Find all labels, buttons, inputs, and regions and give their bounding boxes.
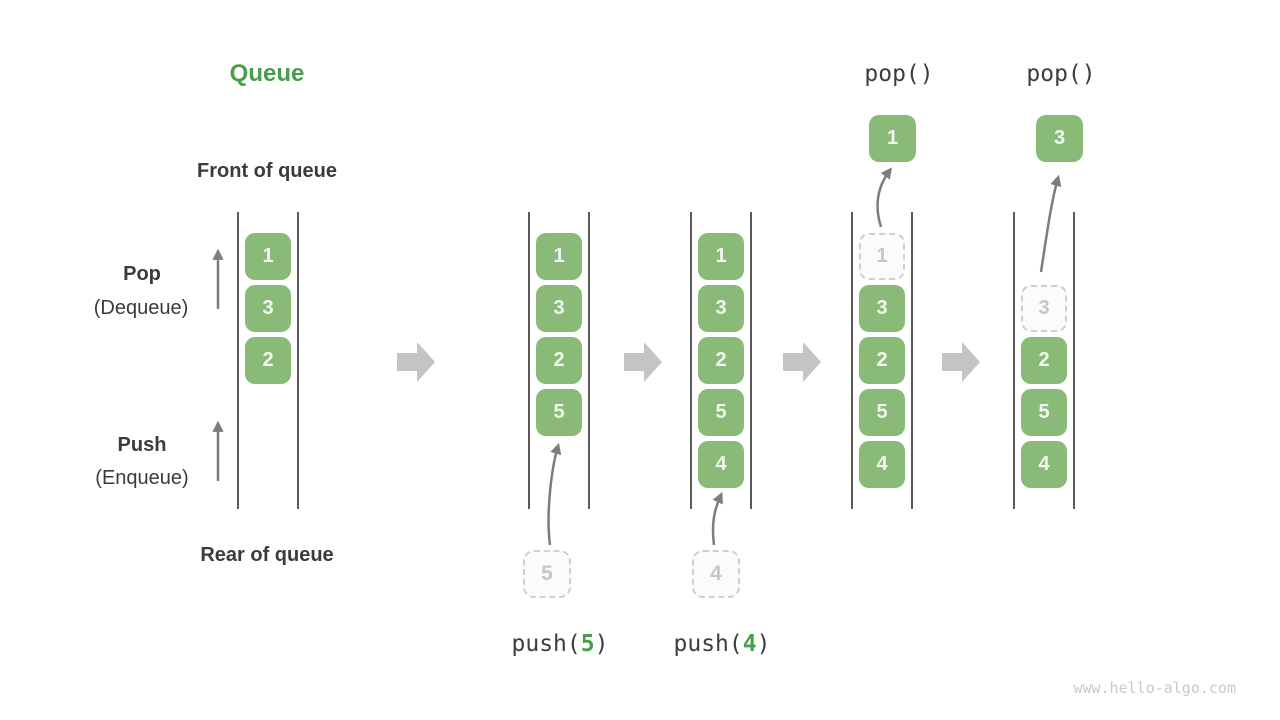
queue-column-initial: 1 3 2	[237, 212, 299, 509]
queue-item-box: 3	[536, 285, 582, 332]
queue-rail	[528, 212, 530, 509]
flow-arrow-icon	[624, 342, 662, 382]
diagram-title: Queue	[229, 60, 305, 87]
queue-item-box: 2	[1021, 337, 1067, 384]
push-operation-label: push(5)	[512, 631, 609, 657]
queue-item-box: 4	[1021, 441, 1067, 488]
pop-label: Pop	[123, 263, 161, 285]
operation-argument: 5	[580, 631, 595, 657]
queue-item-box: 5	[1021, 389, 1067, 436]
enqueue-label: (Enqueue)	[95, 467, 189, 489]
queue-item-box: 2	[245, 337, 291, 384]
queue-rail	[690, 212, 692, 509]
queue-column-pop-3: 3 2 5 4	[1013, 212, 1075, 509]
queue-rail	[237, 212, 239, 509]
queue-column-push-4: 1 3 2 5 4	[690, 212, 752, 509]
queue-column-pop-1: 1 3 2 5 4	[851, 212, 913, 509]
front-of-queue-label: Front of queue	[197, 160, 337, 182]
queue-item-box: 4	[859, 441, 905, 488]
operation-prefix: push(	[511, 631, 581, 657]
queue-rail	[297, 212, 299, 509]
queue-item-box: 1	[536, 233, 582, 280]
queue-item-box: 5	[536, 389, 582, 436]
queue-item-box: 3	[245, 285, 291, 332]
operation-argument: 4	[742, 631, 757, 657]
queue-item-box: 4	[698, 441, 744, 488]
removed-item-box: 1	[859, 233, 905, 280]
queue-rail	[1073, 212, 1075, 509]
queue-rail	[911, 212, 913, 509]
operation-prefix: push(	[673, 631, 743, 657]
push-operation-label: push(4)	[674, 631, 771, 657]
dequeue-label: (Dequeue)	[93, 297, 189, 319]
operation-suffix: )	[594, 631, 609, 657]
queue-item-box: 3	[698, 285, 744, 332]
queue-item-box: 2	[859, 337, 905, 384]
queue-rail	[588, 212, 590, 509]
queue-item-box: 5	[859, 389, 905, 436]
popped-item-box: 3	[1036, 115, 1083, 162]
flow-arrow-icon	[942, 342, 980, 382]
queue-item-box: 5	[698, 389, 744, 436]
flow-arrow-icon	[397, 342, 435, 382]
push-label: Push	[117, 434, 167, 456]
queue-rail	[750, 212, 752, 509]
pop-operation-label: pop()	[864, 61, 934, 87]
queue-item-box: 2	[536, 337, 582, 384]
queue-rail	[1013, 212, 1015, 509]
pop-operation-label: pop()	[1026, 61, 1096, 87]
queue-column-push-5: 1 3 2 5	[528, 212, 590, 509]
rear-of-queue-label: Rear of queue	[200, 544, 334, 566]
removed-item-box: 3	[1021, 285, 1067, 332]
watermark: www.hello-algo.com	[1073, 679, 1236, 697]
incoming-item-box: 5	[523, 550, 571, 598]
queue-item-box: 2	[698, 337, 744, 384]
queue-rail	[851, 212, 853, 509]
popped-item-box: 1	[869, 115, 916, 162]
queue-item-box: 3	[859, 285, 905, 332]
operation-suffix: )	[756, 631, 771, 657]
queue-item-box: 1	[245, 233, 291, 280]
flow-arrow-icon	[783, 342, 821, 382]
incoming-item-box: 4	[692, 550, 740, 598]
queue-item-box: 1	[698, 233, 744, 280]
